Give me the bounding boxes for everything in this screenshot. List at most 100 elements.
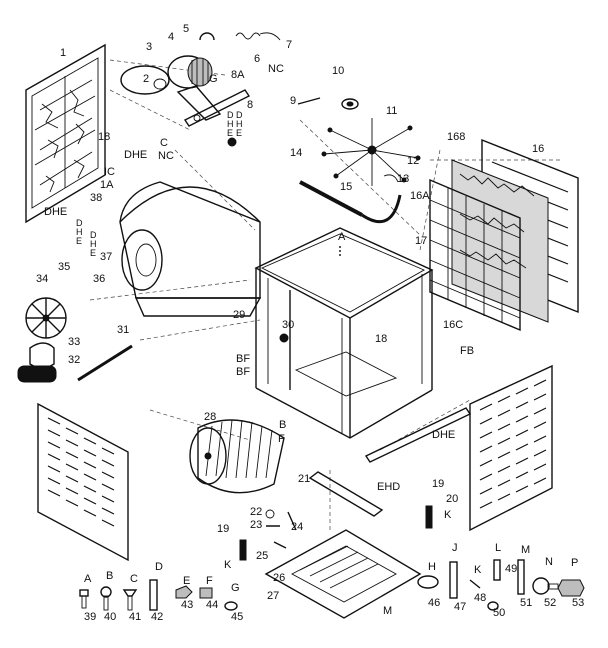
part-label: 1 — [60, 47, 66, 59]
hardware-row — [79, 559, 585, 611]
part-label: K — [444, 509, 452, 521]
part-label: 51 — [520, 597, 532, 609]
part-label: 2 — [143, 73, 149, 85]
part-label: 46 — [428, 597, 440, 609]
right-filter-panel — [429, 138, 579, 332]
part-label: 168 — [447, 131, 465, 143]
part-label: F — [278, 433, 285, 445]
bracket — [308, 471, 384, 517]
part-label: DHE — [432, 429, 455, 441]
part-label: 8 — [247, 99, 253, 111]
part-label: 33 — [68, 336, 80, 348]
part-label: NC — [158, 150, 174, 162]
part-label: M — [521, 544, 530, 556]
part-label: 16 — [532, 143, 544, 155]
part-label: 35 — [58, 261, 70, 273]
part-label: 16A — [410, 190, 430, 202]
part-label: 17 — [415, 235, 427, 247]
part-label: 26 — [273, 572, 285, 584]
part-label: 18 — [375, 333, 387, 345]
part-label: 28 — [204, 411, 216, 423]
part-label: 14 — [290, 147, 302, 159]
part-label: G — [209, 73, 218, 85]
part-label: 5 — [183, 23, 189, 35]
part-label: 24 — [291, 521, 303, 533]
part-label: 37 — [100, 251, 112, 263]
blower-wheel — [189, 419, 285, 494]
part-label: IC — [104, 166, 115, 178]
part-label: BF — [236, 353, 250, 365]
part-label: 23 — [250, 519, 262, 531]
right-louver-panel — [469, 364, 553, 532]
part-label: 40 — [104, 611, 116, 623]
part-label: J — [452, 542, 458, 554]
part-label: 15 — [340, 181, 352, 193]
part-label: H — [428, 561, 436, 573]
part-label: 18 — [98, 131, 110, 143]
part-label: 29 — [233, 309, 245, 321]
part-label: 39 — [84, 611, 96, 623]
part-label: C — [130, 573, 138, 585]
part-label: 13 — [397, 173, 409, 185]
part-label: 34 — [36, 273, 48, 285]
part-label: M — [383, 605, 392, 617]
part-label: 10 — [332, 65, 344, 77]
part-label: DHE — [44, 206, 67, 218]
cabinet-frame — [254, 227, 434, 439]
part-label: 9 — [290, 95, 296, 107]
part-label: 30 — [282, 319, 294, 331]
shaft — [77, 344, 133, 382]
part-label: 20 — [446, 493, 458, 505]
part-label: 11 — [386, 105, 397, 117]
part-label: 32 — [68, 354, 80, 366]
part-label: FB — [460, 345, 474, 357]
part-label: 31 — [117, 324, 129, 336]
part-label: 8A — [231, 69, 245, 81]
clip-and-grommet — [297, 97, 359, 110]
part-label: F — [206, 575, 213, 587]
part-label: 44 — [206, 599, 218, 611]
part-label: 3 — [146, 41, 152, 53]
part-label: 22 — [250, 506, 262, 518]
part-label: B — [106, 570, 113, 582]
part-label: B — [279, 419, 286, 431]
part-label: BF — [236, 366, 250, 378]
part-label: 47 — [454, 601, 466, 613]
part-label: 25 — [256, 550, 268, 562]
part-label: 16C — [443, 319, 463, 331]
part-label: L — [495, 542, 501, 554]
part-label: C — [160, 137, 168, 149]
part-label: 7 — [286, 39, 292, 51]
part-label: K — [224, 559, 232, 571]
part-label: EHD — [377, 481, 400, 493]
part-label: 50 — [493, 607, 505, 619]
part-label: 41 — [129, 611, 141, 623]
part-label: 1A — [100, 179, 114, 191]
part-label: NC — [268, 63, 284, 75]
left-louver-panel — [37, 402, 129, 562]
part-label: K — [474, 564, 482, 576]
part-label: DHE — [124, 149, 147, 161]
part-label: 48 — [474, 592, 486, 604]
part-label: 42 — [151, 611, 163, 623]
water-pan — [264, 505, 433, 619]
blower-housing — [119, 181, 262, 317]
part-label: 21 — [298, 473, 310, 485]
water-distributor — [321, 118, 421, 186]
part-label: A — [84, 573, 92, 585]
part-label: 27 — [267, 590, 279, 602]
motor-assembly — [120, 32, 281, 147]
part-label: 38 — [90, 192, 102, 204]
part-label: 36 — [93, 273, 105, 285]
water-tubing — [299, 174, 402, 224]
pulley-and-knob — [17, 297, 67, 383]
part-label: 49 — [505, 563, 517, 575]
left-filter-panel — [25, 43, 106, 224]
part-label: A — [338, 231, 346, 243]
part-label: 53 — [572, 597, 584, 609]
